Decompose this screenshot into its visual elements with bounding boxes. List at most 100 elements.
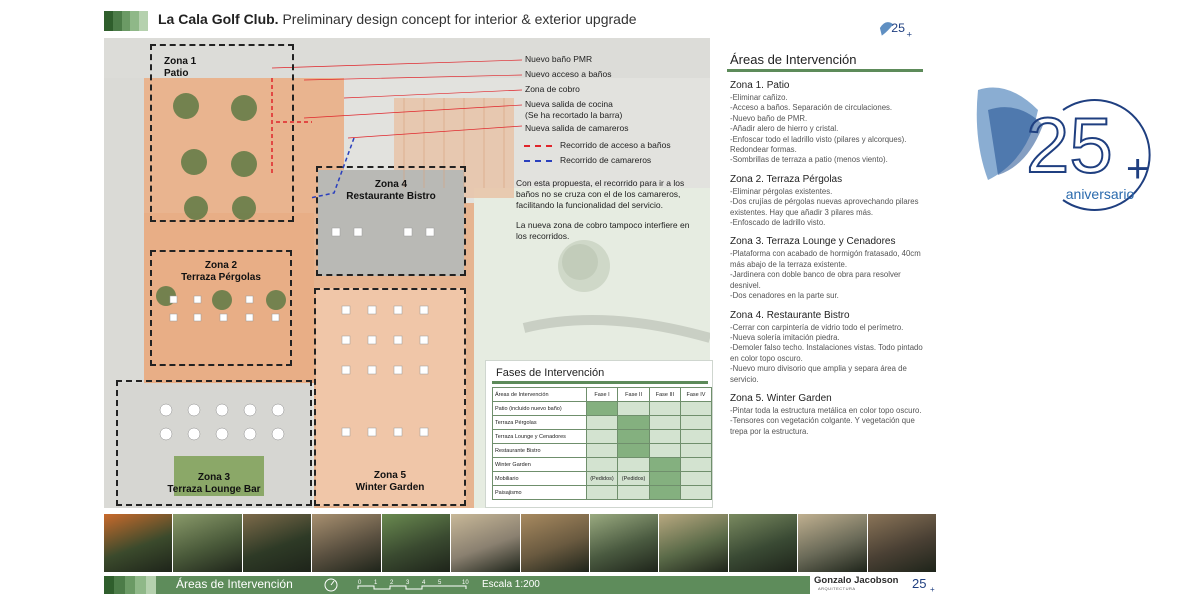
zone-5-outline <box>314 288 466 506</box>
svg-text:25: 25 <box>912 576 926 591</box>
reference-photo <box>867 514 937 572</box>
phases-header-row: Áreas de Intervención Fase I Fase II Fas… <box>492 387 713 402</box>
area-zone-items: -Cerrar con carpintería de vidrio todo e… <box>730 323 926 385</box>
area-zone-item: -Dos cenadores en la parte sur. <box>730 291 839 301</box>
footer-25-logo-icon: 25 + <box>912 576 935 593</box>
area-zone-item: -Nuevo baño de PMR. <box>730 113 808 123</box>
areas-title-rule <box>727 69 923 72</box>
phases-title: Fases de Intervención <box>496 367 605 379</box>
svg-text:+: + <box>1126 147 1149 191</box>
strip-swatch <box>130 11 140 31</box>
zone-label-line: Zona 5 <box>373 470 407 481</box>
area-zone-block: Zona 5. Winter Garden-Pintar toda la est… <box>730 393 926 437</box>
header-color-strip <box>104 11 148 31</box>
zone-label-line: Zona 3 <box>197 472 231 483</box>
svg-text:+: + <box>930 585 935 593</box>
scale-tick-label: 10 <box>462 580 469 586</box>
reference-photo <box>173 514 242 572</box>
scale-tick-label: 0 <box>358 580 362 586</box>
reference-photo <box>659 514 728 572</box>
area-zone-item: -Nueva solería imitación piedra. <box>730 332 840 342</box>
area-zone-items: -Plataforma con acabado de hormigón frat… <box>730 249 926 301</box>
svg-text:+: + <box>907 30 913 41</box>
phase-cell <box>585 485 619 500</box>
phase-cell <box>617 457 650 472</box>
area-zone-item: -Plataforma con acabado de hormigón frat… <box>730 249 921 269</box>
phase-cell <box>648 401 681 416</box>
area-zone-item: -Jardinera con doble banco de obra para … <box>730 270 901 290</box>
zone-label-line: Winter Garden <box>355 482 425 493</box>
phases-header-phase-2: Fase II <box>617 387 650 402</box>
phase-cell <box>585 457 619 472</box>
table-row: Terraza Lounge y Cenadores <box>492 429 713 444</box>
phase-cell <box>679 457 713 472</box>
reference-photo <box>381 514 451 572</box>
phase-cell <box>585 415 619 430</box>
legend-waiter-route: Recorrido de camareros <box>560 155 652 165</box>
area-zone-item: -Nuevo muro divisorio que amplia y separ… <box>730 364 907 384</box>
area-zone-items: -Eliminar cañizo.-Acceso a baños. Separa… <box>730 93 926 166</box>
phase-cell <box>617 429 650 444</box>
scale-tick-label: 3 <box>406 580 410 586</box>
note-routes: Con esta propuesta, el recorrido para ir… <box>516 178 685 210</box>
phase-row-name: Paisajismo <box>492 485 587 500</box>
area-zone-item: -Tensores con vegetación colgante. Y veg… <box>730 416 915 436</box>
footer-brand-name: Gonzalo Jacobson <box>814 575 899 586</box>
strip-swatch <box>121 11 131 31</box>
zone-1-outline <box>150 44 294 222</box>
phase-cell <box>679 429 713 444</box>
area-zone-title: Zona 5. Winter Garden <box>730 392 832 404</box>
area-zone-item: -Cerrar con carpintería de vidrio todo e… <box>730 322 904 332</box>
area-zone-item: -Sombrillas de terraza a patio (menos vi… <box>730 155 888 165</box>
anniversary-25-logo-icon: 25 + <box>976 87 1151 211</box>
reference-photo <box>104 514 173 572</box>
area-zone-block: Zona 4. Restaurante Bistro-Cerrar con ca… <box>730 310 926 385</box>
area-zone-item: -Acceso a baños. Separación de circulaci… <box>730 103 893 113</box>
phases-header-phase-1: Fase I <box>585 387 619 402</box>
svg-text:25: 25 <box>1026 101 1113 189</box>
strip-swatch <box>104 11 113 31</box>
area-zone-item: -Eliminar cañizo. <box>730 93 788 102</box>
table-row: Paisajismo <box>492 485 713 500</box>
phase-cell <box>585 429 619 444</box>
page-title: La Cala Golf Club. Preliminary design co… <box>158 11 637 27</box>
phase-cell <box>679 443 713 458</box>
area-zone-item: -Dos crujías de pérgolas nuevas aprovech… <box>730 197 919 217</box>
plan-drawing <box>104 38 710 508</box>
area-zone-title: Zona 3. Terraza Lounge y Cenadores <box>730 236 896 248</box>
anniversary-label: aniversario <box>1065 186 1135 202</box>
area-zone-item: -Pintar toda la estructura metálica en c… <box>730 405 922 415</box>
phases-panel: Fases de Intervención Áreas de Intervenc… <box>485 360 713 508</box>
reference-photo <box>798 514 867 572</box>
reference-photo <box>312 514 381 572</box>
area-zone-item: -Eliminar pérgolas existentes. <box>730 186 833 196</box>
phases-title-rule <box>492 381 708 384</box>
table-row: Winter Garden <box>492 457 713 472</box>
zone-label-line: Zona 1 <box>164 56 197 67</box>
footer-brand-sub: ARQUITECTURA <box>818 586 856 591</box>
phase-row-name: Terraza Pérgolas <box>492 415 587 430</box>
svg-text:25: 25 <box>891 21 905 35</box>
note-payment-zone: La nueva zona de cobro tampoco interfier… <box>516 220 690 241</box>
area-zone-item: -Añadir alero de hierro y cristal. <box>730 124 839 134</box>
reference-photo <box>589 514 659 572</box>
reference-photo <box>520 514 589 572</box>
callout-new-pmr-bathroom: Nuevo baño PMR <box>525 54 593 64</box>
reference-photo <box>728 514 798 572</box>
phases-header-areas: Áreas de Intervención <box>492 387 587 402</box>
reference-photo <box>242 514 312 572</box>
scale-label: Escala 1:200 <box>482 579 540 590</box>
zone-label-line: Restaurante Bistro <box>346 191 436 202</box>
phase-cell <box>617 401 650 416</box>
table-row: Restaurante Bistro <box>492 443 713 458</box>
zone-label-line: Zona 4 <box>374 179 408 190</box>
phase-cell: (Pedidos) <box>617 471 650 486</box>
strip-swatch <box>139 11 148 31</box>
callout-payment-zone: Zona de cobro <box>525 84 580 94</box>
phase-cell <box>617 443 650 458</box>
phase-cell <box>648 429 681 444</box>
zone-label-line: Patio <box>164 68 189 79</box>
